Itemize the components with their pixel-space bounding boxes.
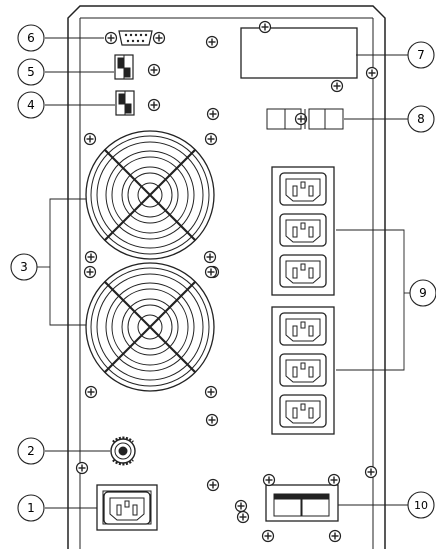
callout-circles xyxy=(10,24,436,522)
port-4 xyxy=(115,90,161,116)
callout-8: 8 xyxy=(417,112,425,126)
chassis xyxy=(67,5,386,549)
callout-6: 6 xyxy=(27,31,35,45)
output-sockets xyxy=(271,166,335,435)
input-breaker xyxy=(110,436,136,466)
callout-5: 5 xyxy=(27,65,35,79)
cooling-fans xyxy=(83,129,218,399)
callout-4: 4 xyxy=(27,98,35,112)
callout-2: 2 xyxy=(27,444,35,458)
terminal-block xyxy=(266,108,344,130)
callout-1: 1 xyxy=(27,501,35,515)
serial-port xyxy=(104,30,166,46)
callout-7: 7 xyxy=(417,48,425,62)
ac-input-socket xyxy=(96,484,158,531)
leader-lines xyxy=(37,37,410,509)
slot-cover xyxy=(240,20,358,93)
callout-10: 10 xyxy=(414,499,428,512)
port-5 xyxy=(114,54,161,80)
callout-3: 3 xyxy=(20,260,28,274)
ground-terminal xyxy=(234,499,250,524)
callout-9: 9 xyxy=(419,286,427,300)
battery-connector xyxy=(261,473,342,543)
panel-screws xyxy=(75,35,379,492)
